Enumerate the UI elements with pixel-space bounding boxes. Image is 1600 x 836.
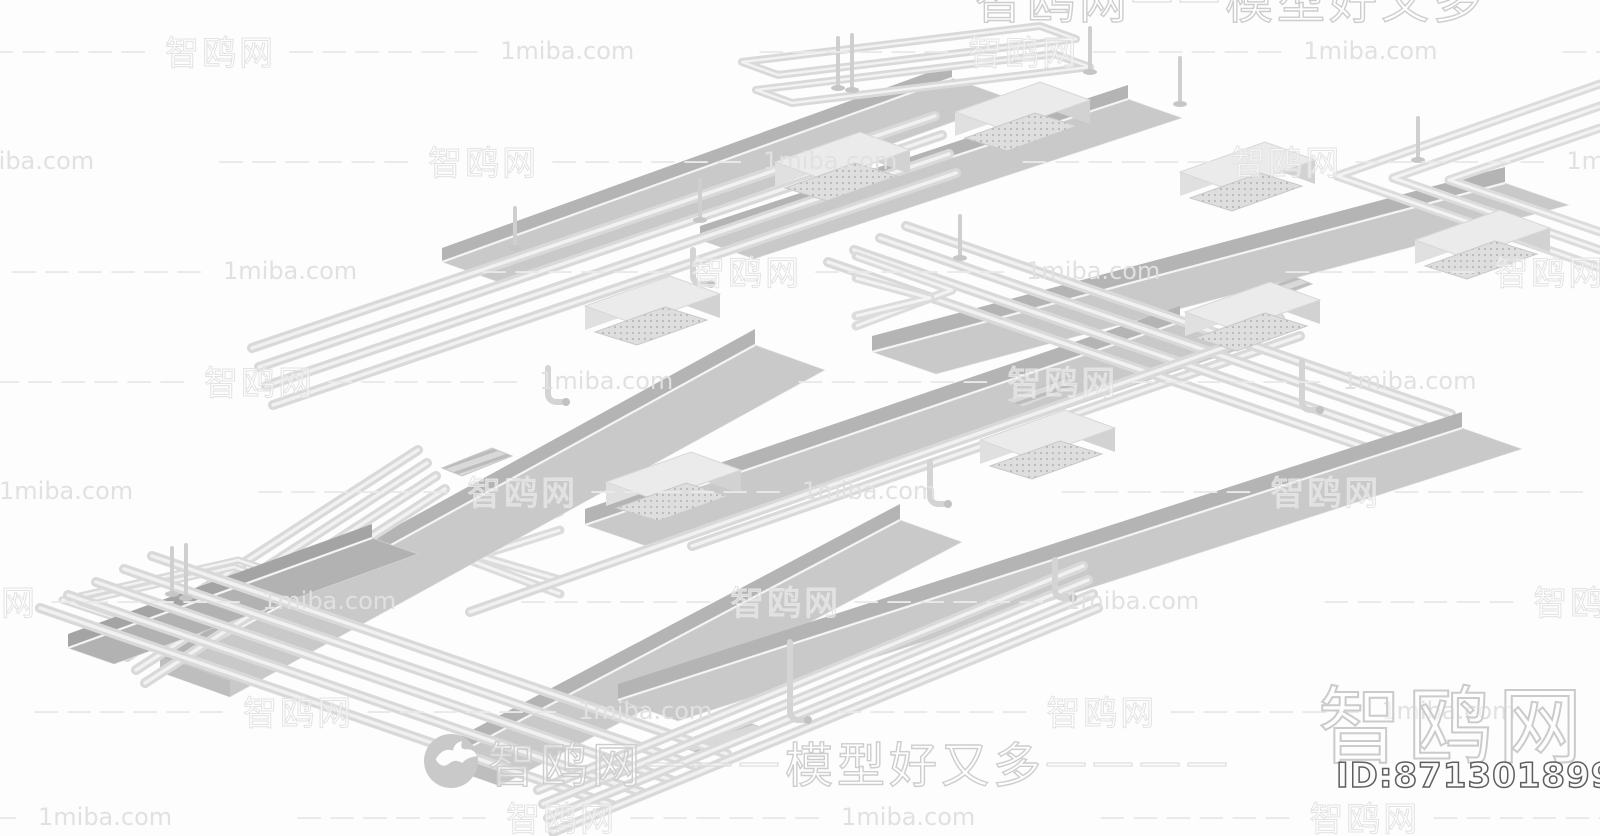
ceiling-cassette-unit	[978, 409, 1117, 480]
hanger-rod	[165, 26, 1425, 601]
ceiling-cassette-unit	[583, 275, 722, 346]
ceiling-cassette-unit	[953, 81, 1092, 152]
ceiling-cassette-unit	[773, 131, 912, 202]
ceiling-cassette-unit	[604, 451, 743, 522]
ceiling-cassette-unit	[1413, 209, 1552, 280]
sprinkler-drop	[545, 247, 1324, 724]
ceiling-cassette-unit	[1183, 281, 1322, 352]
ceiling-cassette-unit	[1178, 141, 1317, 212]
